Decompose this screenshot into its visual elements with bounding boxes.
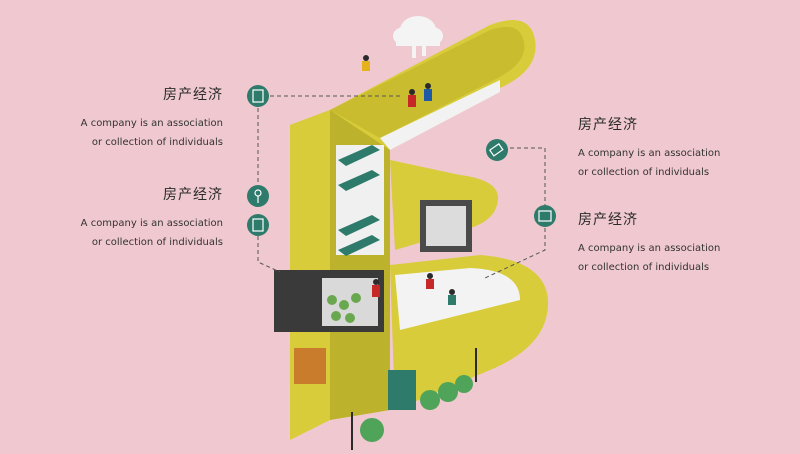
door: [388, 370, 416, 410]
block-text-line: A company is an association: [578, 148, 721, 159]
street-lamp-icon: [351, 348, 477, 450]
flower-icon: [247, 185, 269, 207]
clipboard-icon: [247, 214, 269, 236]
block-text-line: or collection of individuals: [91, 137, 223, 148]
block-title: 房产经济: [578, 212, 638, 228]
text-block-right-middle: 房产经济 A company is an association or coll…: [578, 209, 778, 277]
block-text-line: A company is an association: [80, 118, 223, 129]
text-block-left-top: 房产经济 A company is an association or coll…: [40, 84, 223, 152]
block-text-line: or collection of individuals: [578, 167, 710, 178]
people: [362, 55, 456, 305]
e-top-arm-inner: [330, 26, 525, 138]
block-title: 房产经济: [163, 87, 223, 103]
block-title: 房产经济: [578, 117, 638, 133]
block-text-line: A company is an association: [578, 243, 721, 254]
document-icon: [247, 85, 269, 107]
block-text-line: or collection of individuals: [578, 262, 710, 273]
text-block-left-middle: 房产经济 A company is an association or coll…: [40, 184, 223, 252]
block-text-line: A company is an association: [80, 218, 223, 229]
photo-frame-icon: [534, 205, 556, 227]
connectors: [257, 95, 546, 279]
cloud-icon: [393, 16, 443, 58]
stairs-icon: [338, 145, 380, 256]
text-block-right-top: 房产经济 A company is an association or coll…: [578, 114, 778, 182]
block-text-line: or collection of individuals: [91, 237, 223, 248]
bushes: [360, 375, 473, 442]
block-title: 房产经济: [163, 187, 223, 203]
tag-icon: [486, 139, 508, 161]
